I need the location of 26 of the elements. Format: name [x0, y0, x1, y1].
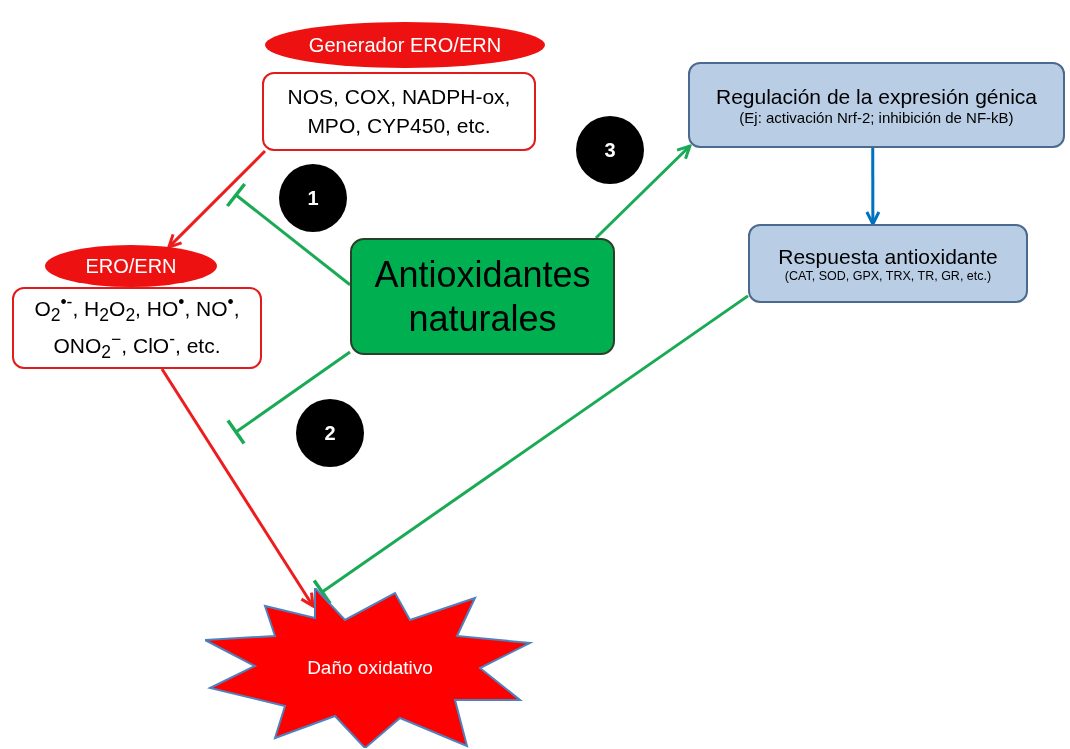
- regulation-box: [688, 62, 1065, 148]
- node-label: Daño oxidativo: [307, 657, 433, 679]
- node-label: ERO/ERN: [85, 254, 177, 278]
- inhibition-line: [225, 182, 351, 286]
- node-label: O$_{2}$$^{•-}$, H$_{2}$O$_{2}$, HO$^{•}$, NO$^{•}$, ONO$_{2}$$^{−}$, ClO$^{-}$, etc.: [33, 291, 241, 365]
- species-box: [12, 287, 262, 369]
- antioxidant-box: [350, 238, 615, 355]
- inhibition-line: [312, 294, 749, 606]
- node-label: Respuesta antioxidante: [778, 244, 998, 269]
- node-label: Antioxidantes naturales: [373, 253, 592, 340]
- arrow: [160, 368, 315, 608]
- detail-text: (CAT, SOD, GPX, TRX, TR, GR, etc.): [784, 268, 992, 283]
- node-label: Generador ERO/ERN: [308, 33, 502, 57]
- node-label: 2: [324, 421, 336, 445]
- node-label: 1: [307, 186, 319, 210]
- response-box: [748, 224, 1028, 303]
- arrow: [865, 148, 881, 226]
- source-box: [262, 72, 536, 151]
- node-label: Regulación de la expresión génica: [715, 84, 1038, 109]
- node-label: 3: [604, 138, 616, 162]
- arrow: [594, 144, 692, 240]
- inhibition-line: [226, 350, 351, 446]
- damage-star: [205, 588, 535, 748]
- node-label: NOS, COX, NADPH-ox, MPO, CYP450, etc.: [286, 84, 512, 139]
- arrow: [167, 149, 267, 249]
- detail-text: (Ej: activación Nrf-2; inhibición de NF-kB): [739, 108, 1014, 126]
